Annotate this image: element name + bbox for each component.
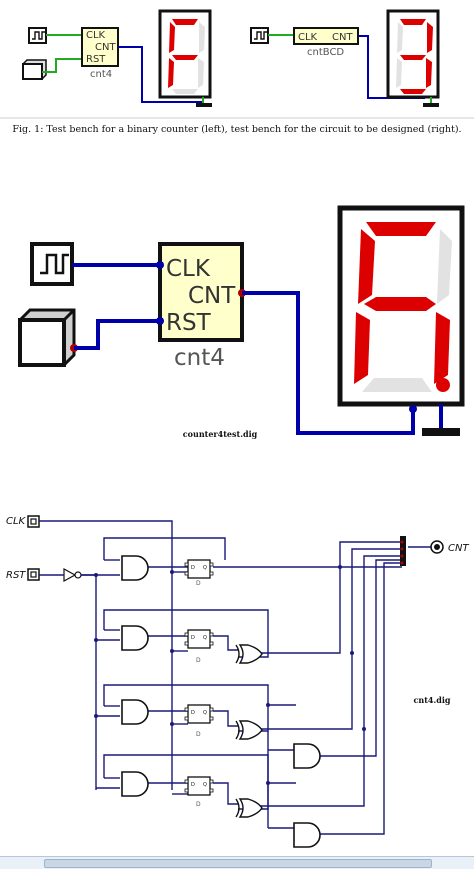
cnt-pin-label: CNT — [332, 32, 353, 43]
clk-input-label: CLK — [6, 516, 27, 527]
ff-label: D — [196, 801, 201, 808]
xor-gate-icon — [235, 644, 263, 664]
clock-source-icon[interactable] — [250, 27, 269, 44]
cnt-bus-wire — [242, 291, 415, 435]
cnt4-circuit-canvas[interactable]: D Q CLK RST — [0, 490, 474, 868]
clk-pin-label: CLK — [86, 30, 106, 41]
reset-button-icon[interactable] — [17, 308, 76, 368]
counter-test-bench-canvas[interactable]: CLK CNT RST cnt4 counter4test.dig — [0, 160, 474, 490]
rst-input-label: RST — [6, 570, 26, 581]
and-gate-icon — [293, 822, 321, 848]
decimal-point — [436, 378, 450, 392]
horizontal-scrollbar[interactable] — [0, 856, 474, 869]
clk-pin-label: CLK — [298, 32, 318, 43]
d-flipflop-icon — [184, 704, 214, 724]
ff-label: D — [196, 657, 201, 664]
seven-segment-digits — [396, 19, 433, 94]
and-gate-icon — [293, 743, 321, 769]
seven-segment-digits — [354, 222, 452, 392]
clock-source-icon[interactable] — [28, 27, 47, 44]
cnt-pin-label: CNT — [95, 42, 116, 53]
d-flipflop-icon — [184, 776, 214, 796]
ff-label: D — [196, 580, 201, 587]
scrollbar-thumb[interactable] — [44, 859, 432, 868]
and-gate-icon — [121, 625, 149, 651]
and-gate-icon — [121, 771, 149, 797]
cnt4-component[interactable] — [158, 242, 244, 342]
clk-pin-label: CLK — [166, 256, 211, 282]
rst-pin-label: RST — [166, 310, 212, 336]
and-gate-icon — [121, 555, 149, 581]
reset-button-icon[interactable] — [21, 59, 47, 81]
ground-icon — [423, 103, 439, 107]
ground-icon — [196, 103, 212, 107]
test-bench-figure: CLK CNT RST cnt4 CLK CNT cntBCD — [0, 9, 474, 119]
wire-junctions — [94, 565, 366, 785]
bus-splitter — [400, 536, 406, 566]
xor-gate-icon — [235, 798, 263, 818]
ground-icon — [422, 428, 460, 436]
cnt-pin-label: CNT — [188, 283, 236, 309]
figure-caption: Fig. 1: Test bench for a binary counter … — [12, 124, 462, 135]
clk-wiring — [39, 520, 432, 835]
rst-pin-label: RST — [86, 54, 106, 65]
d-flipflop-icon — [184, 629, 214, 649]
diagram-filename: cnt4.dig — [414, 695, 451, 705]
component-name: cnt4 — [174, 345, 225, 371]
rst-wire — [74, 319, 160, 350]
clock-wave-icon — [40, 253, 69, 275]
rst-wire — [42, 58, 82, 73]
component-name: cntBCD — [307, 47, 344, 58]
clock-wave-icon — [254, 31, 267, 40]
counter-test-bench: CLK CNT RST cnt4 counter4test.dig — [17, 205, 465, 439]
d-flipflop-icon — [184, 559, 214, 579]
and-gate-icon — [121, 699, 149, 725]
component-name: cnt4 — [90, 69, 112, 80]
cnt4-circuit: D Q CLK RST — [6, 515, 469, 848]
seven-segment-digits — [168, 19, 205, 94]
diagram-filename: counter4test.dig — [183, 429, 258, 439]
figure-top-panel: CLK CNT RST cnt4 CLK CNT cntBCD — [0, 0, 474, 160]
cnt-output-label: CNT — [448, 543, 469, 554]
clock-source-icon[interactable] — [30, 242, 74, 286]
clock-wave-icon — [32, 31, 45, 40]
ff-label: D — [196, 731, 201, 738]
not-gate-icon — [63, 567, 82, 583]
xor-gate-icon — [235, 720, 263, 740]
